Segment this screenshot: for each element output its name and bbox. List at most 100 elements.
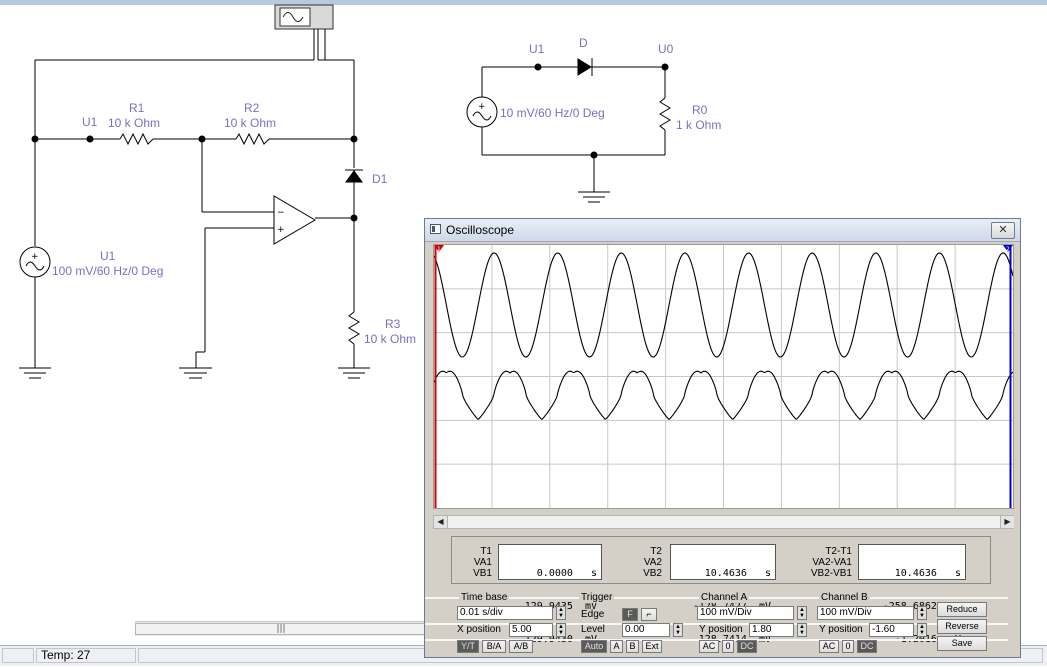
schematic-canvas[interactable]: ++ −+ U1 R1 10 k Ohm R2 10 k Ohm D1 U1 1… [0, 0, 1047, 620]
channel-b-ypos-label: Y position [819, 624, 863, 635]
oscilloscope-window[interactable]: Oscilloscope ✕ 1 2 ◀ ▶ T1 VA1 VB1 0.0000… [424, 218, 1021, 658]
level-spinner[interactable]: ▲▼ [673, 623, 683, 637]
svg-text:+: + [478, 102, 486, 112]
ab-button[interactable]: A/B [509, 640, 533, 653]
timebase-scale-field[interactable]: 0.01 s/div [457, 606, 553, 620]
channel-a-ypos-field[interactable]: 1.80 [749, 623, 794, 637]
timebase-scale-spinner[interactable]: ▲▼ [556, 606, 566, 620]
r2-name-label: R2 [244, 101, 260, 115]
scroll-right-button[interactable]: ▶ [1000, 516, 1014, 528]
edge-label: Edge [581, 609, 605, 620]
channel-b-group-title: Channel B [819, 592, 870, 603]
canvas-horizontal-scrollbar[interactable]: ||| [135, 621, 427, 636]
channel-b-trace [433, 370, 1014, 421]
channel-a-ypos-label: Y position [699, 624, 743, 635]
xpos-field[interactable]: 5.00 [509, 623, 553, 637]
reverse-button[interactable]: Reverse [937, 619, 987, 634]
cursor-2-marker-label: 2 [1006, 246, 1010, 253]
canvas-scroll-thumb[interactable]: ||| [135, 623, 427, 635]
channel-b-ac-button[interactable]: AC [819, 640, 839, 653]
channel-a-dc-button[interactable]: DC [737, 640, 757, 653]
channel-a-ypos-spinner[interactable]: ▲▼ [797, 623, 807, 637]
save-button[interactable]: Save [937, 636, 987, 651]
delta-values: 10.4636 s -258.6862 mV -1.2016 mV [858, 544, 966, 645]
dt-label: T2-T1 [825, 546, 852, 557]
channel-b-scale-field[interactable]: 100 mV/Div [817, 606, 914, 620]
cursor-2-marker [1003, 245, 1013, 252]
oscilloscope-plot: 1 2 [433, 245, 1014, 508]
source-u1-value-label: 100 mV/60 Hz/0 Deg [52, 264, 163, 278]
trigger-auto-button[interactable]: Auto [581, 640, 607, 653]
channel-b-scale-spinner[interactable]: ▲▼ [917, 606, 927, 620]
cursor-1-marker-label: 1 [437, 246, 441, 253]
channel-b-ypos-field[interactable]: -1.60 [869, 623, 914, 637]
channel-a-scale-spinner[interactable]: ▲▼ [797, 606, 807, 620]
circuit2-node-u0-label: U0 [658, 42, 674, 56]
svg-text:+: + [31, 252, 39, 262]
t1-value: 0.0000 s [536, 568, 597, 579]
level-field[interactable]: 0.00 [622, 623, 670, 637]
channel-b-ypos-spinner[interactable]: ▲▼ [917, 623, 927, 637]
dva-label: VA2-VA1 [812, 557, 852, 568]
xpos-spinner[interactable]: ▲▼ [556, 623, 566, 637]
status-cell-empty [2, 648, 34, 663]
vb1-label: VB1 [473, 568, 492, 579]
node-u1-label: U1 [82, 115, 98, 129]
scope-grid [434, 245, 1013, 508]
r0-value-label: 1 k Ohm [676, 118, 721, 132]
channel-a-group-title: Channel A [699, 592, 750, 603]
channel-a-zero-button[interactable]: 0 [722, 640, 734, 653]
channel-a-trace [433, 252, 1014, 358]
dvb-label: VB2-VB1 [810, 568, 852, 579]
r3-value-label: 10 k Ohm [364, 332, 416, 346]
t2-value: 10.4636 s [704, 568, 771, 579]
r1-value-label: 10 k Ohm [108, 116, 160, 130]
r1-name-label: R1 [129, 101, 145, 115]
source-u1-name-label: U1 [100, 249, 116, 263]
circuit2-node-u1-label: U1 [529, 42, 545, 56]
window-icon [430, 224, 441, 234]
svg-text:+: + [277, 225, 285, 235]
trigger-b-button[interactable]: B [626, 640, 639, 653]
oscilloscope-title-bar[interactable]: Oscilloscope ✕ [425, 219, 1020, 242]
trigger-a-button[interactable]: A [610, 640, 623, 653]
channel-b-dc-button[interactable]: DC [857, 640, 877, 653]
r2-value-label: 10 k Ohm [224, 116, 276, 130]
close-button[interactable]: ✕ [991, 222, 1015, 239]
circuit2-diode-label: D [579, 36, 588, 50]
trigger-ext-button[interactable]: Ext [642, 640, 662, 653]
cursor-measurements-panel: T1 VA1 VB1 0.0000 s 129.9435 mV 129.9430… [451, 536, 991, 645]
svg-text:−: − [277, 208, 285, 218]
level-label: Level [581, 624, 605, 635]
xpos-label: X position [457, 624, 501, 635]
dt-value: 10.4636 s [894, 568, 961, 579]
ba-button[interactable]: B/A [482, 640, 506, 653]
reduce-button[interactable]: Reduce [937, 602, 987, 617]
circuit2-source-value-label: 10 mV/60 Hz/0 Deg [500, 106, 605, 120]
channel-a-ac-button[interactable]: AC [699, 640, 719, 653]
channel-b-zero-button[interactable]: 0 [842, 640, 854, 653]
cursor-1-marker [434, 245, 444, 252]
cursor1-values: 0.0000 s 129.9435 mV 129.9430 mV [498, 544, 602, 645]
t2-label: T2 [650, 546, 662, 557]
edge-falling-button[interactable]: ⌐ [641, 608, 657, 621]
r3-name-label: R3 [385, 317, 401, 331]
trigger-group-title: Trigger [579, 592, 615, 603]
r0-name-label: R0 [692, 103, 708, 117]
d1-label: D1 [372, 172, 388, 186]
time-scrollbar[interactable]: ◀ ▶ [433, 515, 1014, 529]
controls-divider-mid [425, 623, 1008, 625]
oscilloscope-title: Oscilloscope [446, 223, 515, 237]
va1-label: VA1 [473, 557, 492, 568]
yt-button[interactable]: Y/T [457, 640, 479, 653]
scroll-left-button[interactable]: ◀ [434, 516, 448, 528]
channel-a-scale-field[interactable]: 100 mV/Div [697, 606, 794, 620]
timebase-group-title: Time base [459, 592, 510, 603]
t1-label: T1 [480, 546, 492, 557]
status-temperature: Temp: 27 [36, 648, 136, 663]
edge-rising-button[interactable]: F [622, 608, 638, 621]
vb2-label: VB2 [643, 568, 662, 579]
window-top-strip [0, 0, 1047, 5]
oscilloscope-display[interactable]: 1 2 [433, 244, 1014, 509]
cursor2-values: 10.4636 s -128.7427 mV 128.7414 mV [670, 544, 776, 645]
